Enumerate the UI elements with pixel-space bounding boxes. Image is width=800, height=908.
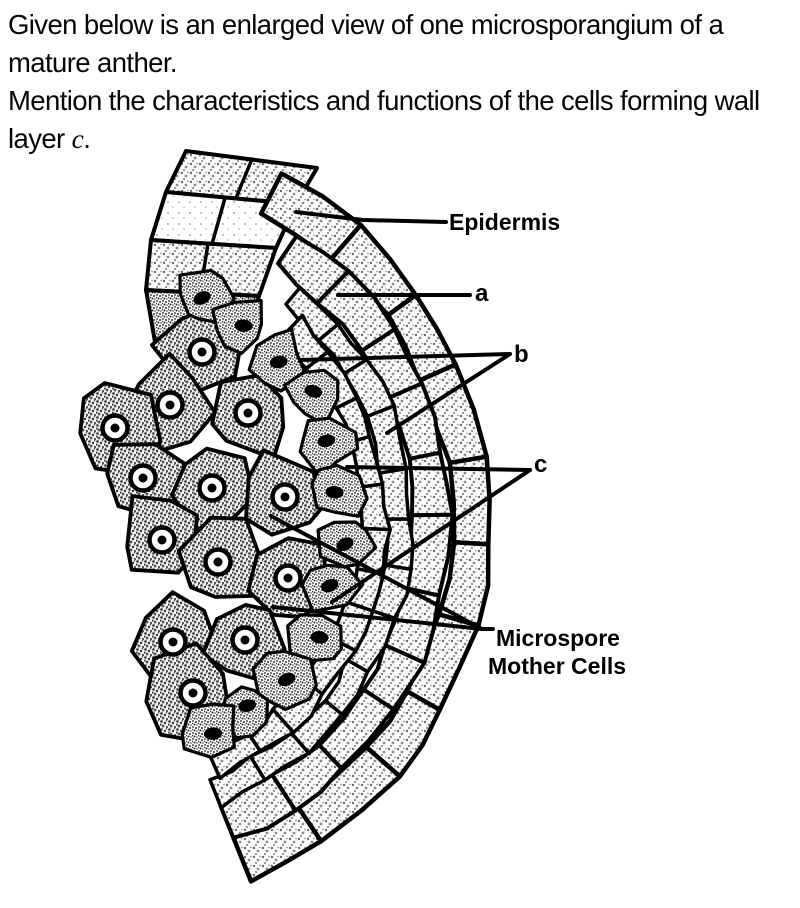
microsporangium-figure: Epidermis a b c Microspore Mother Cells — [0, 140, 680, 908]
epidermis-label: Epidermis — [449, 209, 560, 235]
layer-b-leader-line-2 — [385, 352, 512, 435]
question-line-1: Given below is an enlarged view of one m… — [8, 9, 724, 40]
mmc-label-line-2: Mother Cells — [488, 653, 626, 679]
layer-b-label: b — [514, 341, 529, 368]
question-line-2: mature anther. — [8, 47, 178, 78]
epidermis-leader-line — [294, 210, 448, 224]
mmc-label-line-1: Microspore — [496, 625, 620, 651]
question-text: Given below is an enlarged view of one m… — [8, 6, 792, 158]
question-line-4: layer c. — [8, 123, 91, 154]
layer-c-label: c — [534, 451, 547, 478]
anther-wall-tissue-drawing — [78, 149, 492, 884]
layer-c-leader-line-1 — [345, 465, 532, 472]
wall-layer-variable: c — [71, 123, 84, 154]
layer-c-leader-line-2 — [330, 468, 532, 604]
layer-b-leader-line-1 — [298, 352, 512, 362]
mmc-leader-line-1 — [269, 514, 484, 631]
question-line-3: Mention the characteristics and function… — [8, 85, 760, 116]
leader-lines — [269, 210, 532, 631]
layer-a-label: a — [475, 280, 489, 307]
mmc-leader-line-2 — [271, 605, 484, 631]
